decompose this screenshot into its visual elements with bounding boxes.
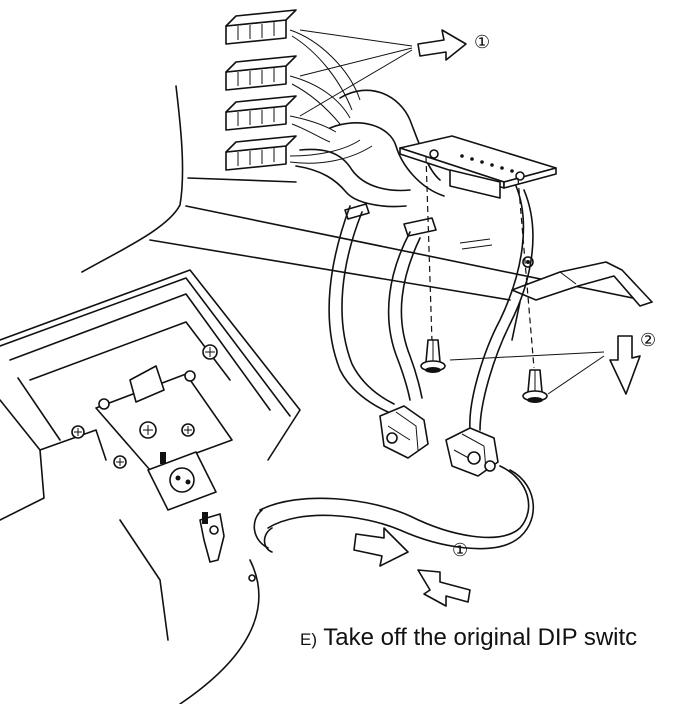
step-1-label-top: ① xyxy=(474,32,491,53)
rivet-callout-lines xyxy=(449,351,605,395)
arrow-down xyxy=(609,335,641,395)
arrow-lower-left xyxy=(417,569,471,607)
push-rivets xyxy=(420,339,548,403)
arrow-top-right xyxy=(417,29,467,61)
cable-connectors xyxy=(379,405,499,477)
step-1-label-bottom: ① xyxy=(452,540,469,561)
wires xyxy=(289,29,373,164)
connector-blocks xyxy=(225,9,297,171)
caption-prefix: E) xyxy=(300,630,317,649)
dip-switch-board xyxy=(399,135,557,199)
mounting-bracket xyxy=(511,261,653,307)
long-cables xyxy=(328,185,534,431)
block-callout-lines xyxy=(299,29,413,117)
lower-housing xyxy=(0,269,301,705)
caption-text: Take off the original DIP switc xyxy=(317,624,638,651)
cable-loop xyxy=(253,465,535,553)
caption: E) Take off the original DIP switc xyxy=(300,624,637,652)
step-2-label: ② xyxy=(640,330,657,351)
alignment-lines xyxy=(425,155,535,369)
arrow-lower-right xyxy=(353,527,409,567)
cable-harness xyxy=(295,89,445,208)
